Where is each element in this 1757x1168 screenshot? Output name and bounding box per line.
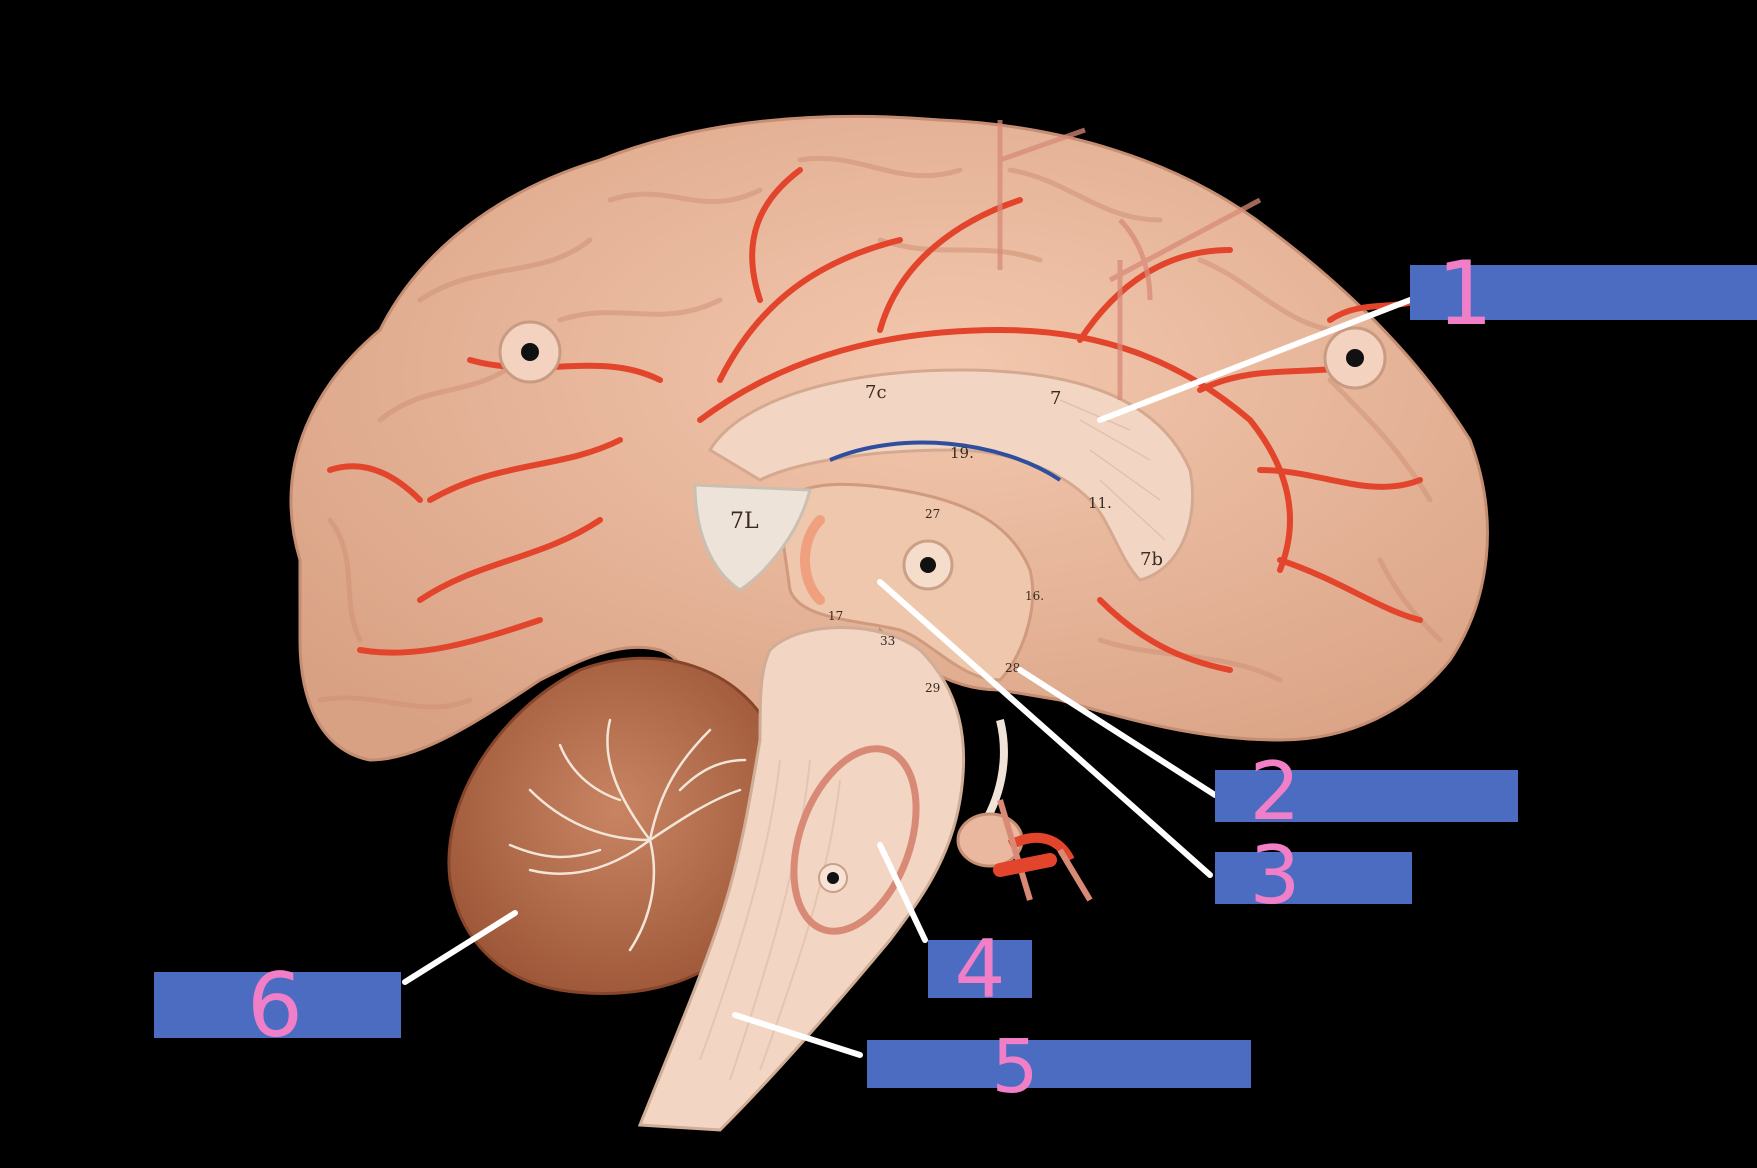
label-number-5: 5 — [991, 1024, 1039, 1110]
model-mark: 17 — [828, 609, 843, 623]
pineal-gland — [800, 515, 825, 605]
leader-line-6 — [402, 910, 518, 985]
cut-block — [693, 483, 812, 592]
leader-line-1 — [1097, 297, 1413, 423]
arbor-vitae — [508, 718, 747, 952]
internal-cerebral-vein — [829, 440, 1062, 482]
label-box-3[interactable] — [1215, 852, 1412, 904]
brainstem — [637, 626, 966, 1132]
model-mark: 7c — [865, 382, 887, 403]
gyri-texture — [317, 155, 1443, 710]
model-mark: 19. — [950, 444, 974, 462]
model-mark: 7 — [1050, 388, 1061, 409]
model-mark: 27 — [925, 507, 940, 521]
pen-mark-a — [997, 799, 1033, 901]
label-number-3: 3 — [1249, 829, 1301, 922]
model-mark: 28 — [1005, 661, 1020, 675]
model-marks: 7c 7 19. 11. 7b 7L 17 33 16. 28 29 27 — [730, 382, 1163, 695]
basilar-artery-mark — [1007, 832, 1075, 863]
corpus-callosum — [707, 368, 1195, 582]
label-number-6: 6 — [247, 954, 303, 1057]
pen-mark-c — [993, 853, 1057, 877]
model-pin-hole-frontal — [521, 343, 539, 361]
label-box-4[interactable] — [928, 940, 1032, 998]
label-number-1: 1 — [1437, 242, 1493, 345]
label-box-6[interactable] — [154, 972, 401, 1038]
label-box-5[interactable] — [867, 1040, 1251, 1088]
model-pin-hole-occipital — [1346, 349, 1364, 367]
pons-circle-annotation — [790, 745, 920, 935]
model-pin-hole — [920, 557, 936, 573]
label-number-4: 4 — [954, 923, 1006, 1016]
model-pin-hole-pons — [827, 872, 839, 884]
label-box-2[interactable] — [1215, 770, 1518, 822]
leader-lines — [402, 297, 1413, 1058]
pen-annotations-top — [997, 120, 1262, 400]
model-mark: 16. — [1025, 589, 1044, 603]
thalamus — [778, 482, 1035, 682]
label-number-2: 2 — [1249, 745, 1301, 838]
model-mark: 33 — [880, 634, 895, 648]
leader-line-4 — [877, 842, 928, 943]
leader-line-5 — [732, 1012, 863, 1058]
model-mark: 11. — [1088, 494, 1112, 512]
leader-line-3 — [877, 579, 1213, 878]
model-mark: 7L — [730, 509, 759, 534]
leader-line-2 — [1017, 667, 1218, 798]
model-mark: 7b — [1140, 549, 1163, 570]
callosum-striations — [1059, 399, 1166, 541]
label-box-1[interactable] — [1410, 265, 1757, 320]
model-mark: 29 — [925, 681, 940, 695]
pen-mark-b — [1057, 848, 1093, 902]
